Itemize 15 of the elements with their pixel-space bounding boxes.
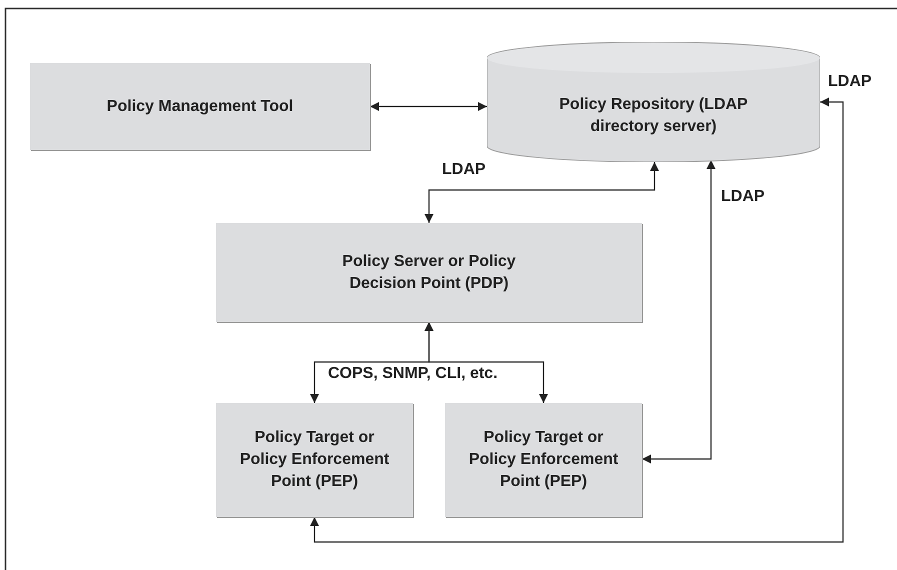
database-cylinder <box>487 42 820 162</box>
connector-arrow <box>424 162 659 223</box>
connector-arrow <box>642 160 716 464</box>
node-text: Policy Management Tool <box>106 96 294 116</box>
node-text: Policy Repository (LDAP directory server) <box>558 95 749 137</box>
node-text: Policy Server or Policy Decision Point (PDP) <box>341 252 517 294</box>
node-text: Policy Target or Policy Enforcement Point (PEP) <box>468 428 620 492</box>
process-box <box>30 63 370 150</box>
process-box <box>216 403 413 517</box>
connector-arrow <box>310 98 844 543</box>
process-box <box>216 223 642 322</box>
connector-arrow <box>424 322 548 403</box>
process-box <box>445 403 642 517</box>
node-text: Policy Target or Policy Enforcement Point (PEP) <box>238 428 390 492</box>
connector-arrow <box>370 102 487 111</box>
